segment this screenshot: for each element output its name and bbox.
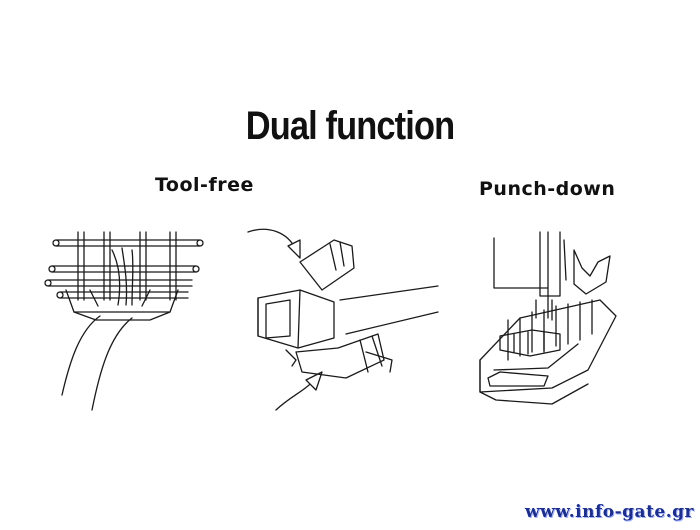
punch-down-label: Punch-down	[479, 178, 616, 200]
page-title: Dual function	[245, 104, 455, 148]
tool-free-drawing	[247, 228, 439, 411]
punch-down-drawing	[479, 231, 617, 405]
cable-wires-drawing	[44, 231, 204, 411]
tool-free-label: Tool-free	[155, 174, 254, 196]
watermark-url: www.info-gate.gr	[525, 502, 694, 522]
